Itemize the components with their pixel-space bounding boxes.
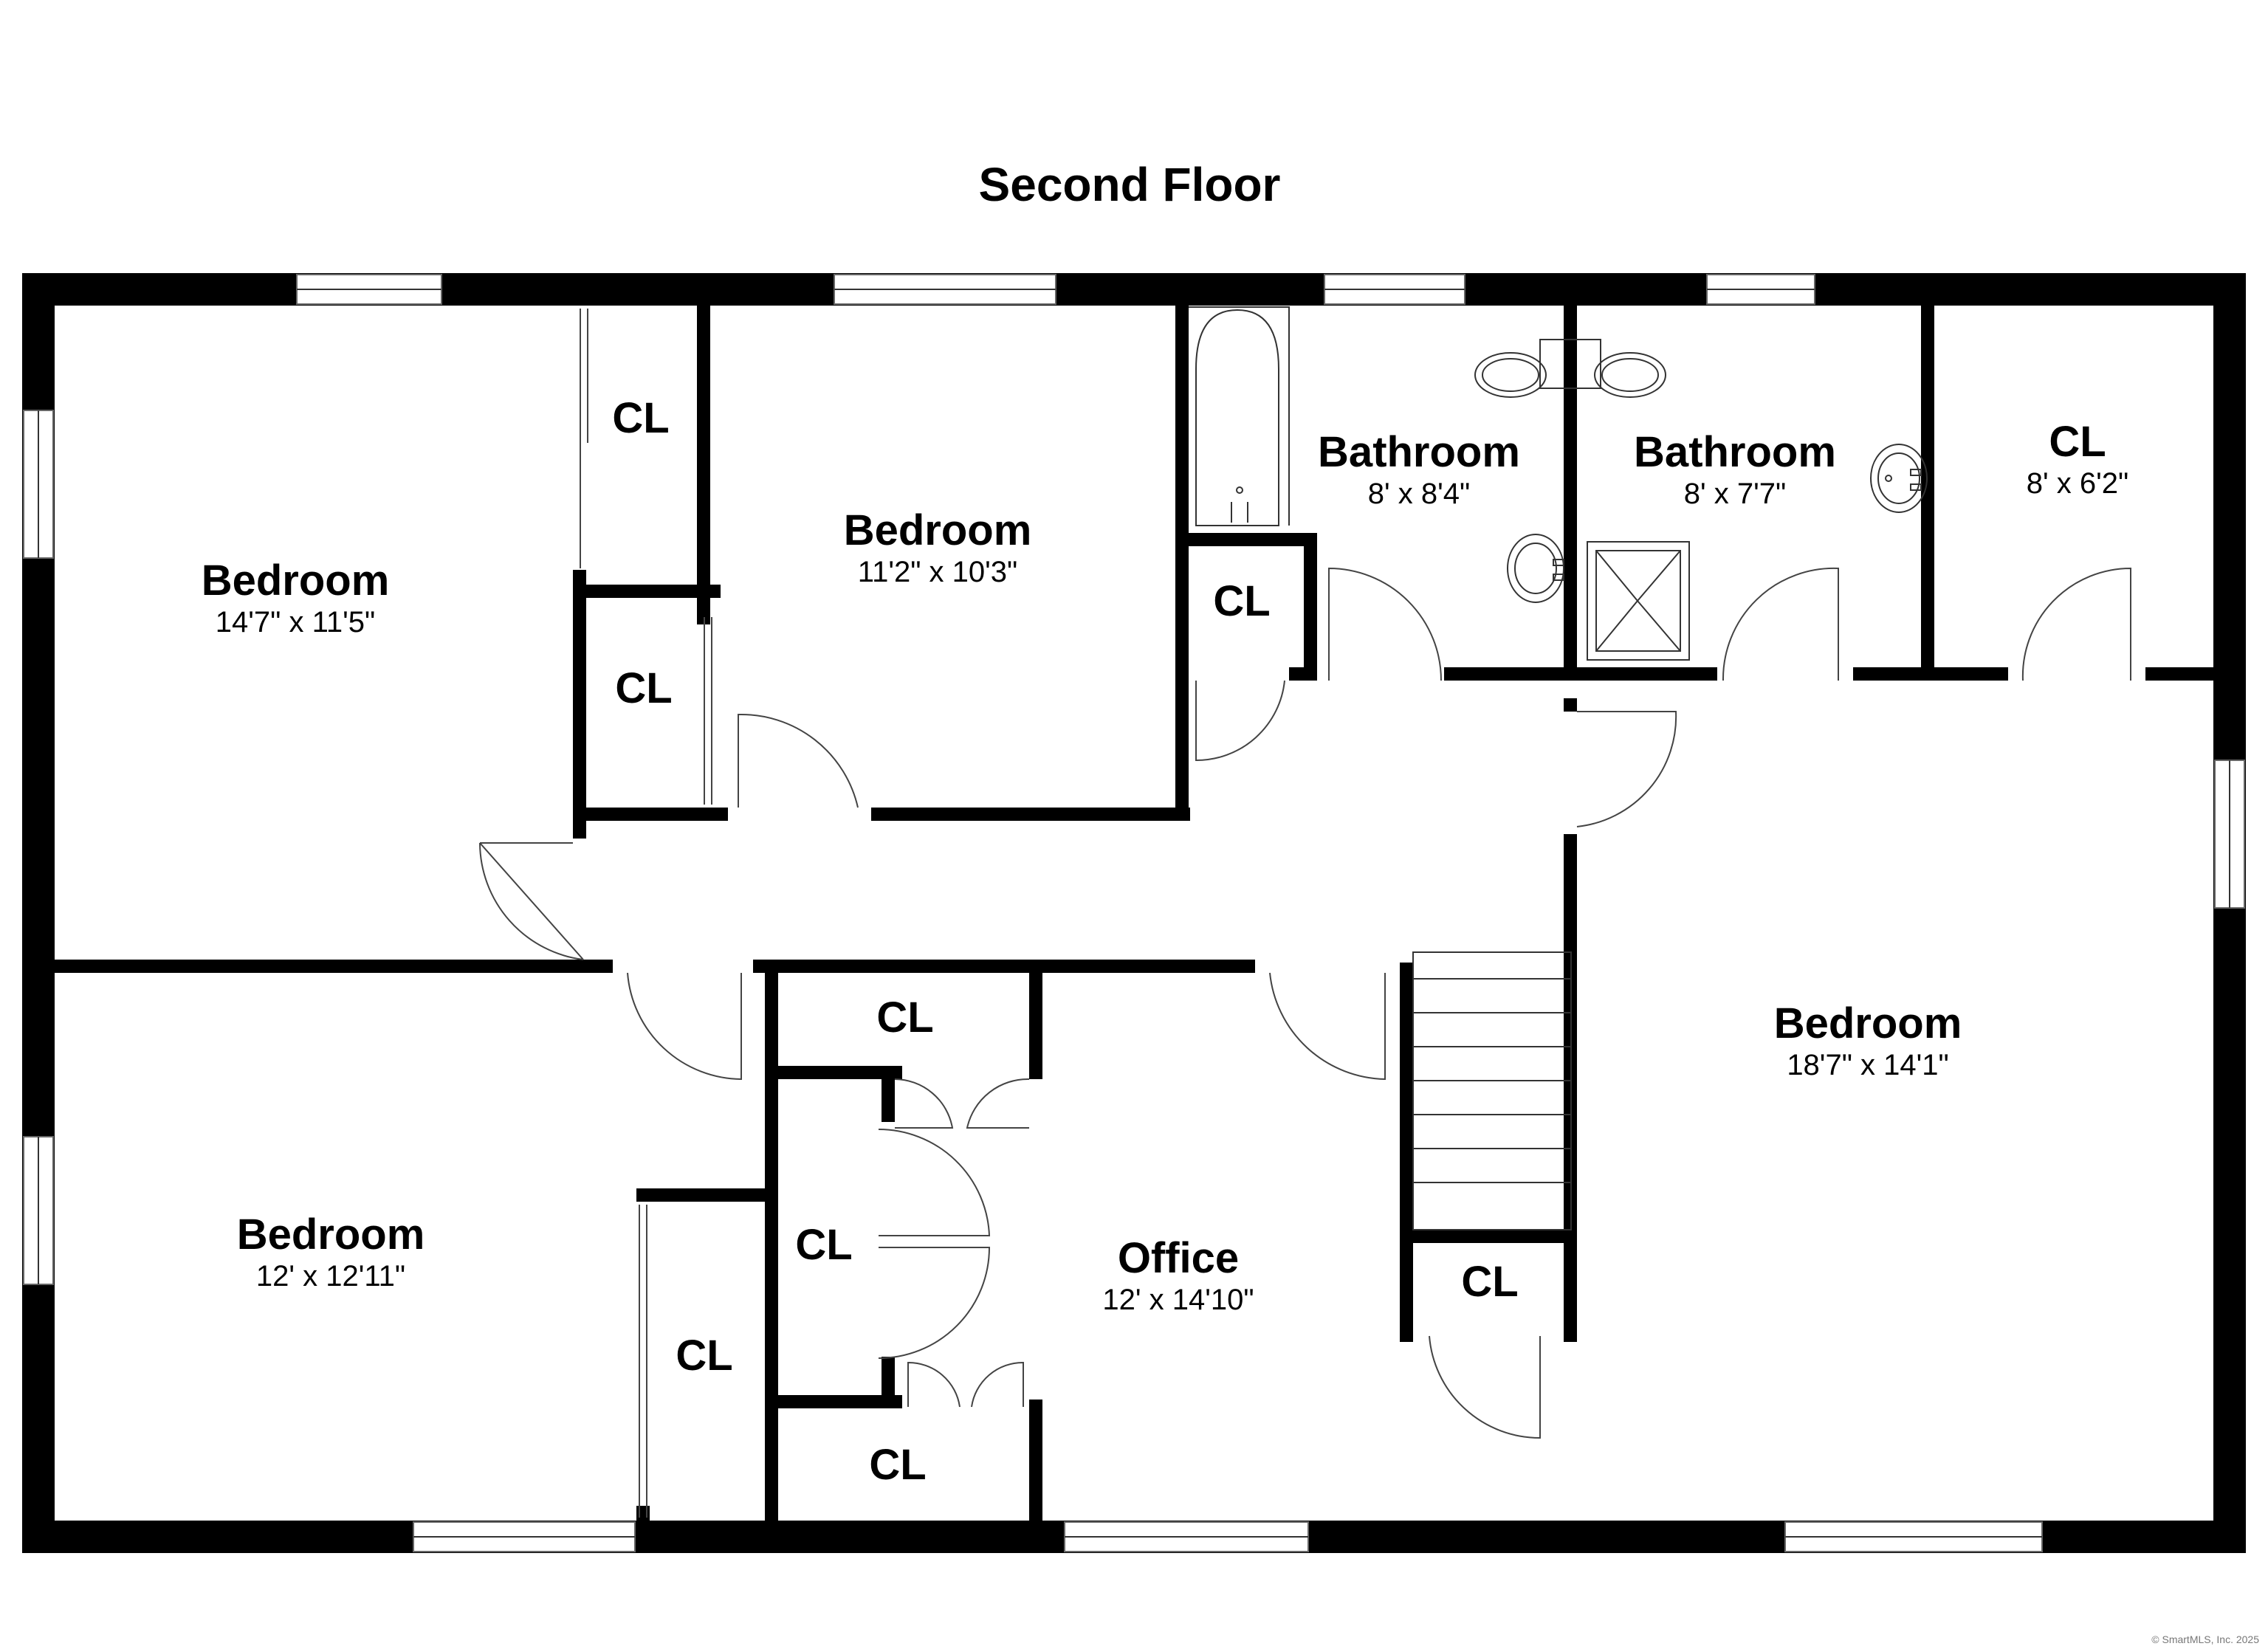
room-dimensions: 14'7" x 11'5"	[216, 606, 375, 638]
door-swing	[894, 1078, 954, 1129]
windows	[23, 274, 2245, 1552]
door-swing	[2021, 567, 2131, 681]
room-name: Bedroom	[844, 506, 1032, 554]
closet-label: CL	[869, 1441, 926, 1489]
door-swing	[971, 1361, 1024, 1408]
door-swing	[1269, 972, 1386, 1081]
sink-icon	[1870, 444, 1928, 513]
closet-label: CL	[1461, 1258, 1518, 1306]
closet-label: CL	[612, 394, 669, 442]
closet-label: CL	[676, 1332, 732, 1380]
copyright-watermark: © SmartMLS, Inc. 2025	[2151, 1633, 2259, 1645]
room-dimensions: 18'7" x 14'1"	[1787, 1049, 1948, 1081]
room-labels: Bedroom 14'7" x 11'5" Bedroom 11'2" x 10…	[202, 394, 2129, 1489]
toilet-icon	[1474, 339, 1666, 398]
room-name: Bedroom	[237, 1211, 425, 1259]
room-dimensions: 8' x 7'7"	[1684, 478, 1786, 510]
closet-label: CL	[876, 994, 933, 1042]
shower-icon	[1587, 541, 1690, 661]
door-swing	[1722, 567, 1839, 681]
room-name: Bathroom	[1318, 428, 1520, 476]
door-swing	[738, 713, 859, 808]
closet-label: CL	[615, 664, 672, 712]
door-swing	[1576, 711, 1677, 827]
sink-icon	[1507, 534, 1564, 603]
room-dimensions: 11'2" x 10'3"	[858, 556, 1017, 588]
room-dimensions: 12' x 12'11"	[256, 1260, 405, 1292]
closet-label: CL	[1213, 577, 1270, 625]
room-dimensions: 8' x 8'4"	[1368, 478, 1470, 510]
closet-label: CL	[795, 1221, 852, 1269]
floor-title: Second Floor	[979, 158, 1281, 211]
fixtures	[1189, 306, 1928, 661]
interior-walls	[55, 306, 2213, 1521]
room-name: CL	[2049, 418, 2106, 466]
door-swing	[878, 1128, 991, 1236]
room-name: Bedroom	[1774, 999, 1962, 1047]
door-swing	[1195, 680, 1285, 762]
bathtub-icon	[1189, 306, 1290, 526]
door-swing	[1328, 567, 1442, 681]
room-name: Bathroom	[1634, 428, 1836, 476]
room-name: Office	[1118, 1234, 1239, 1282]
door-swing	[627, 972, 742, 1081]
door-swing	[907, 1361, 961, 1408]
door-swing	[479, 842, 584, 960]
door-swing	[966, 1078, 1030, 1129]
room-dimensions: 8' x 6'2"	[2027, 467, 2128, 500]
room-dimensions: 12' x 14'10"	[1102, 1284, 1254, 1316]
door-swing	[878, 1247, 991, 1359]
door-swing	[1429, 1335, 1541, 1439]
room-name: Bedroom	[202, 557, 390, 605]
doors	[479, 309, 2131, 1518]
stairs	[1412, 951, 1572, 1230]
exterior-walls	[22, 273, 2246, 1553]
